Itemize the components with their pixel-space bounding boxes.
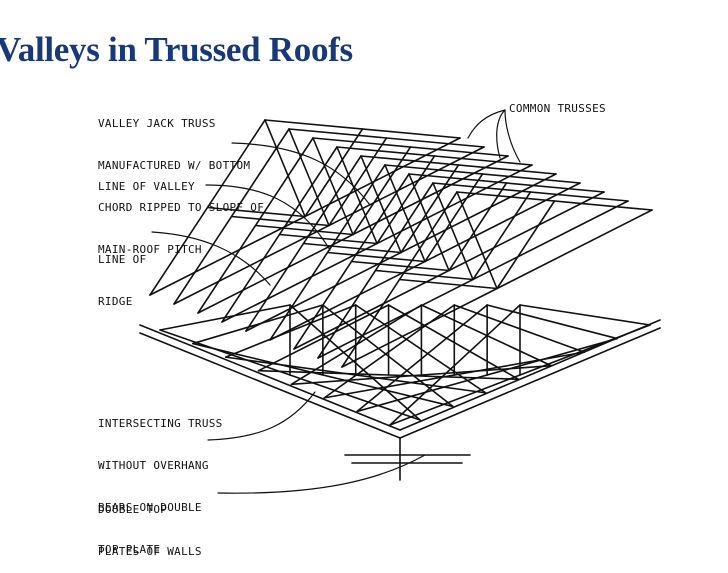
double-top-line-1: DOUBLE TOP — [98, 503, 168, 516]
intersecting-line-2: WITHOUT OVERHANG — [98, 459, 209, 472]
valley-jack-line-2: MANUFACTURED W/ BOTTOM — [98, 159, 251, 172]
line-of-ridge-line-2: RIDGE — [98, 295, 133, 308]
page-title: Valleys in Trussed Roofs — [0, 30, 353, 69]
double-top-line-2: PLATES OF WALLS — [98, 545, 202, 558]
line-of-ridge-line-1: LINE OF — [98, 253, 147, 266]
common-trusses — [149, 119, 653, 368]
double-top-plates — [139, 319, 661, 481]
intersecting-line-1: INTERSECTING TRUSS — [98, 417, 223, 430]
valley-jack-label: VALLEY JACK TRUSS MANUFACTURED W/ BOTTOM… — [98, 89, 264, 271]
common-trusses-label: COMMON TRUSSES — [509, 102, 606, 115]
line-of-valley-label: LINE OF VALLEY — [98, 180, 195, 193]
intersecting-trusses — [159, 304, 651, 426]
valley-jack-line-4: MAIN-ROOF PITCH — [98, 243, 202, 256]
valley-jack-line-3: CHORD RIPPED TO SLOPE OF — [98, 201, 265, 214]
leader-lines — [151, 109, 521, 494]
line-of-ridge-label: LINE OF RIDGE — [98, 225, 146, 323]
valley-jack-line-1: VALLEY JACK TRUSS — [98, 117, 216, 130]
roof-truss-drawing — [139, 109, 661, 494]
intersecting-line-3: BEARS ON DOUBLE — [98, 501, 202, 514]
